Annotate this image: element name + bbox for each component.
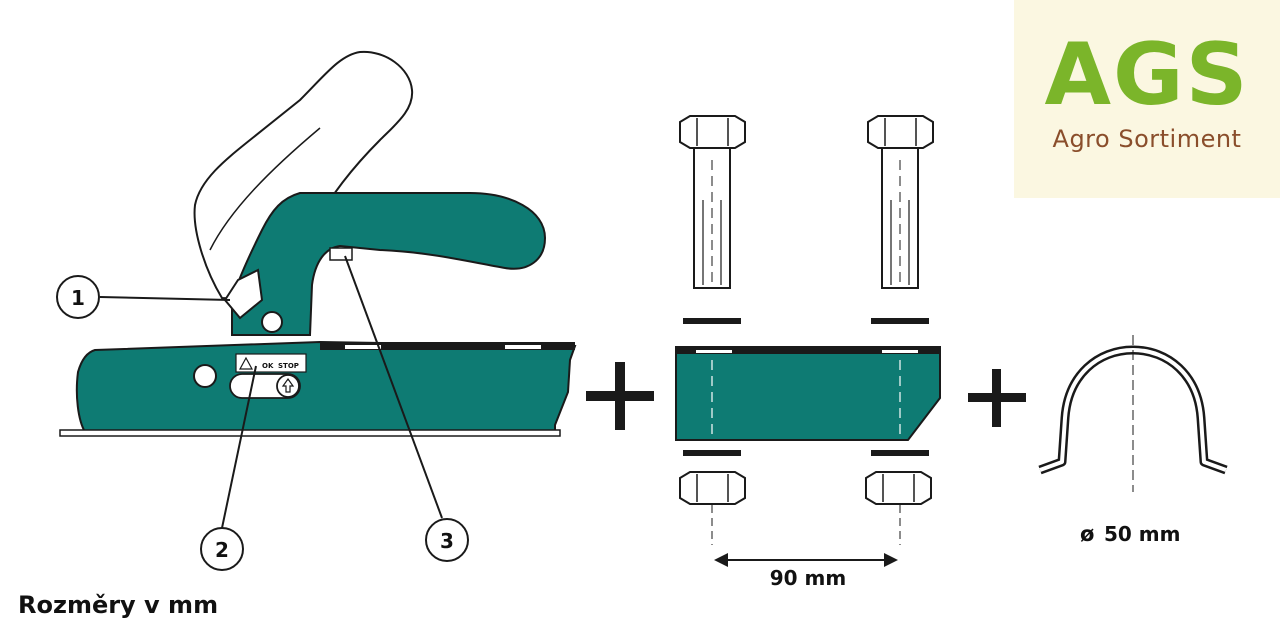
- base-plate: [59, 429, 561, 437]
- handle-closed: [231, 192, 547, 336]
- plus-sign: [968, 369, 1026, 427]
- washer-top-left: [683, 318, 741, 324]
- warning-plate: OK STOP: [235, 353, 307, 373]
- washer-top-right: [871, 318, 929, 324]
- nut-right: [865, 471, 932, 505]
- dimension-arrow: [714, 553, 898, 567]
- callout-2: 2: [200, 527, 244, 571]
- leader-line-2: [221, 365, 257, 529]
- plus-sign: [586, 362, 654, 430]
- plate-ok: OK: [262, 362, 274, 370]
- u-clamp: [1038, 335, 1228, 492]
- coupling-body: [75, 340, 577, 433]
- svg-text:3: 3: [440, 529, 454, 553]
- logo-brand: AGS: [1044, 25, 1250, 125]
- slot: [696, 350, 732, 353]
- nut-left: [679, 471, 746, 505]
- slot: [505, 345, 541, 349]
- dimensions-caption: Rozměry v mm: [18, 591, 219, 619]
- bolt-left: [679, 115, 746, 289]
- washer-bottom-right: [871, 450, 929, 456]
- drawbar-top-strip: [676, 347, 940, 354]
- diameter-symbol: ø: [1080, 522, 1094, 546]
- logo-tagline: Agro Sortiment: [1052, 125, 1242, 153]
- handle-open-inner-line: [209, 127, 321, 251]
- top-strip: [320, 342, 575, 350]
- pipe-diameter-label: 50 mm: [1104, 522, 1180, 546]
- washer-bottom-left: [683, 450, 741, 456]
- arrow-up-icon: [281, 377, 295, 393]
- leader-line-3: [344, 255, 443, 519]
- plate-stop: STOP: [278, 362, 299, 370]
- slot: [345, 345, 381, 349]
- safety-lever: [329, 247, 353, 261]
- bolt-right: [867, 115, 934, 289]
- bolt-spacing-label: 90 mm: [770, 566, 846, 590]
- leader-line-1: [99, 296, 231, 301]
- svg-text:1: 1: [71, 286, 85, 310]
- brand-logo: AGS Agro Sortiment: [1014, 0, 1280, 198]
- callout-3: 3: [425, 518, 469, 562]
- slot: [882, 350, 918, 353]
- callout-1: 1: [56, 275, 100, 319]
- indicator-knob: [276, 374, 300, 398]
- bolt-hole: [193, 364, 217, 388]
- svg-text:2: 2: [215, 538, 229, 562]
- warning-triangle-icon: [238, 356, 254, 370]
- pivot-pin: [261, 311, 283, 333]
- hinge-block: [223, 268, 264, 320]
